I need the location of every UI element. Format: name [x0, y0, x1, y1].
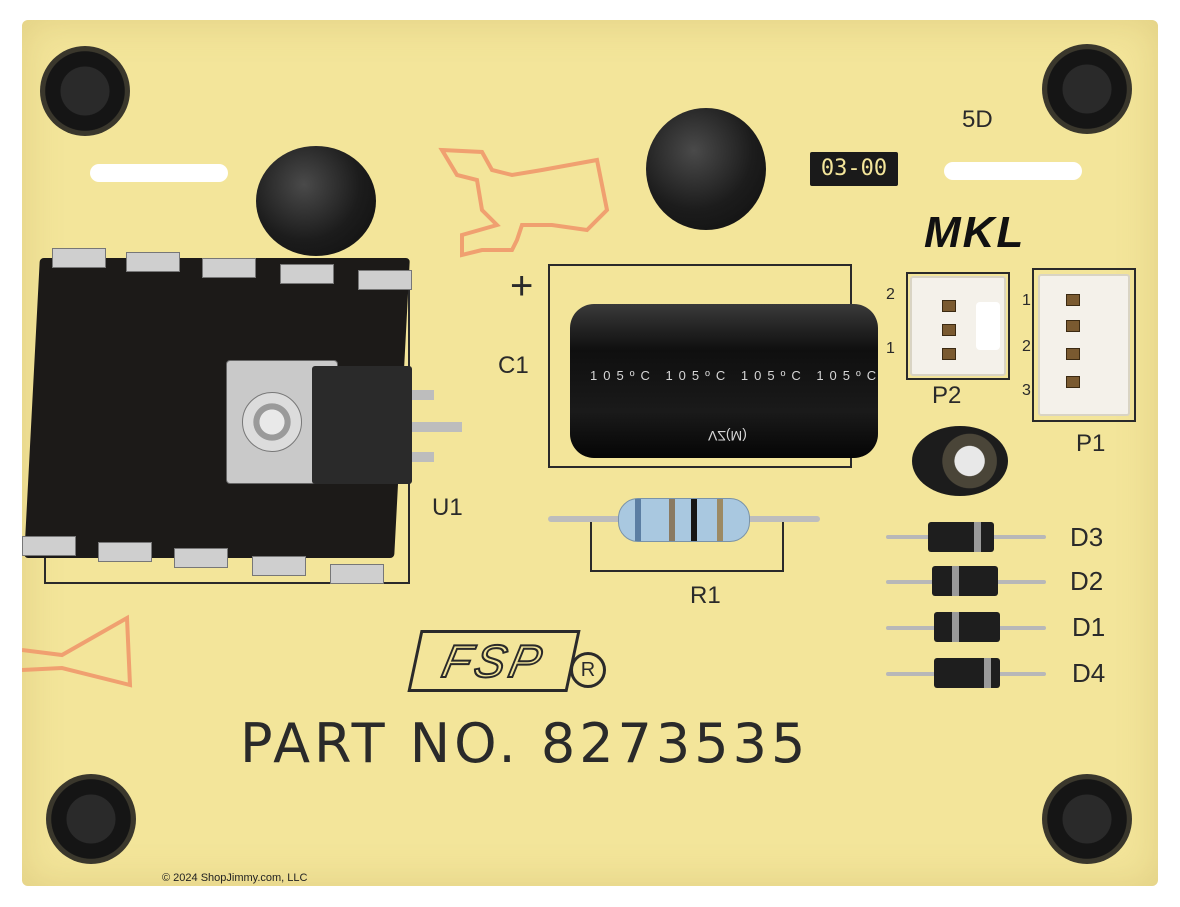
part-number: PART NO. 8273535: [240, 712, 810, 775]
resistor-band: [691, 499, 697, 541]
p2-pin-label: 2: [886, 286, 895, 303]
diode-band: [952, 612, 959, 642]
mounting-hole-bottom-left: [46, 774, 136, 864]
mounting-hole-bottom-right: [1042, 774, 1132, 864]
heatsink-fin: [98, 542, 152, 562]
d2-label: D2: [1070, 566, 1104, 596]
rubber-foot-center: [646, 108, 766, 230]
diode-band: [952, 566, 959, 596]
circuit-board: 5D 03-00 MKL U1 + C1 105ºC 105ºC 105ºC 1…: [22, 20, 1158, 886]
orange-trace-top: [438, 147, 610, 258]
diode-d2: [932, 566, 998, 596]
heatsink-fin: [174, 548, 228, 568]
screw-icon: [242, 392, 302, 452]
d3-label: D3: [1070, 522, 1104, 552]
p2-pin-label: 1: [886, 340, 895, 357]
board-slot-right: [944, 162, 1082, 180]
p2-outline: [906, 272, 1010, 380]
c1-label: C1: [498, 352, 529, 379]
rubber-foot-left: [256, 146, 376, 256]
diode-band: [974, 522, 981, 552]
connector-latch: [976, 302, 1000, 350]
p1-pin-label: 2: [1022, 338, 1031, 355]
capacitor-brand: VZ(M): [708, 428, 747, 444]
heatsink-fin: [252, 556, 306, 576]
connector-pin: [942, 300, 956, 312]
heatsink-fin: [202, 258, 256, 278]
plus-sign: +: [510, 264, 534, 308]
d1-label: D1: [1072, 612, 1106, 642]
mounting-hole-top-right: [1042, 44, 1132, 134]
connector-pin: [942, 324, 956, 336]
p1-pin-label: 3: [1022, 382, 1031, 399]
date-code-badge: 03-00: [810, 152, 898, 186]
mounting-hole-top-left: [40, 46, 130, 136]
capacitor-temp-rating: 105ºC 105ºC 105ºC 105ºC: [590, 368, 883, 383]
p1-outline: [1032, 268, 1136, 422]
diode-band: [984, 658, 991, 688]
p2-label: P2: [932, 382, 962, 409]
regulator-lead: [412, 390, 434, 400]
heatsink-fin: [330, 564, 384, 584]
regulator-body: [312, 366, 412, 484]
resistor-r1: [618, 498, 750, 542]
p1-label: P1: [1076, 430, 1106, 457]
heatsink-fin: [126, 252, 180, 272]
handwritten-marking: MKL: [924, 208, 1026, 257]
r1-label: R1: [690, 582, 721, 609]
copyright-watermark: © 2024 ShopJimmy.com, LLC: [162, 872, 308, 884]
connector-pin: [942, 348, 956, 360]
resistor-band: [669, 499, 675, 541]
fsp-logo: FSP: [407, 630, 581, 692]
electrolytic-capacitor-c1: 105ºC 105ºC 105ºC 105ºC VZ(M): [570, 304, 878, 458]
date-code-text: 03-00: [820, 156, 888, 181]
small-capacitor: [912, 426, 1008, 496]
diode-d1: [934, 612, 1000, 642]
resistor-band: [635, 499, 641, 541]
connector-pin: [1066, 348, 1080, 360]
heatsink-fin: [280, 264, 334, 284]
board-code-label: 5D: [962, 106, 993, 133]
regulator-lead: [412, 452, 434, 462]
connector-p2: [910, 276, 1006, 376]
connector-pin: [1066, 294, 1080, 306]
orange-trace-left: [22, 614, 133, 688]
d4-label: D4: [1072, 658, 1106, 688]
p1-pin-label: 1: [1022, 292, 1031, 309]
regulator-lead: [412, 422, 462, 432]
connector-p1: [1038, 274, 1130, 416]
resistor-band: [717, 499, 723, 541]
diode-d3: [928, 522, 994, 552]
connector-pin: [1066, 376, 1080, 388]
board-slot-left: [90, 164, 228, 182]
heatsink-fin: [358, 270, 412, 290]
heatsink-fin: [52, 248, 106, 268]
connector-pin: [1066, 320, 1080, 332]
fsp-logo-text: FSP: [437, 634, 552, 688]
registered-mark-icon: R: [570, 652, 606, 688]
u1-label: U1: [432, 494, 463, 521]
heatsink-fin: [22, 536, 76, 556]
